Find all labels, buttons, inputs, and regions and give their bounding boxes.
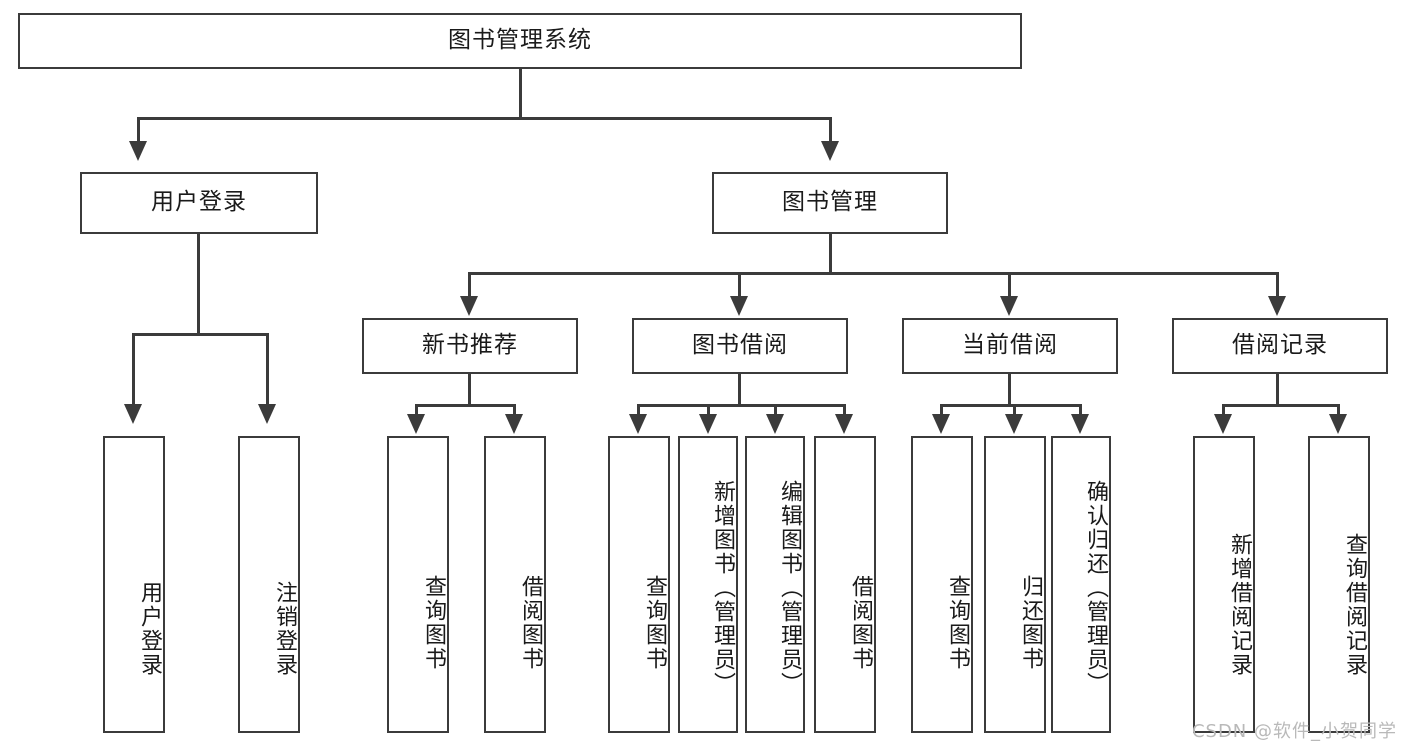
node-label: 图书管理系统 — [448, 27, 592, 54]
connector-borrow-to-leaf2 — [707, 404, 710, 416]
connector-record-stem — [1276, 374, 1279, 405]
arrow-user-login-to-leaf1 — [124, 404, 142, 424]
leaf-return-book[interactable]: 归还图书 — [984, 436, 1046, 733]
node-label: 新书推荐 — [422, 332, 518, 359]
leaf-label: 归还图书 — [1018, 574, 1043, 671]
leaf-logout-login[interactable]: 注销登录 — [238, 436, 300, 733]
node-label: 用户登录 — [151, 189, 247, 216]
arrow-rec-to-leaf2 — [505, 414, 523, 434]
connector-book-manage-bus — [468, 272, 1279, 275]
connector-user-login-stem — [197, 234, 200, 333]
connector-book-manage-to-current — [1008, 272, 1011, 298]
connector-current-to-leaf1 — [940, 404, 943, 416]
arrow-book-manage-to-record — [1268, 296, 1286, 316]
leaf-add-borrow-record[interactable]: 新增借阅记录 — [1193, 436, 1255, 733]
arrow-root-to-book-manage — [821, 141, 839, 161]
node-label: 图书管理 — [782, 189, 878, 216]
leaf-label: 查询图书 — [642, 574, 667, 671]
connector-rec-to-leaf2 — [513, 404, 516, 416]
connector-borrow-to-leaf4 — [843, 404, 846, 416]
connector-book-manage-to-record — [1276, 272, 1279, 298]
connector-current-stem — [1008, 374, 1011, 405]
connector-book-manage-to-rec — [468, 272, 471, 298]
connector-record-bus — [1222, 404, 1340, 407]
connector-user-login-to-leaf2 — [266, 333, 269, 405]
connector-record-to-leaf2 — [1337, 404, 1340, 416]
leaf-query-borrow-record[interactable]: 查询借阅记录 — [1308, 436, 1370, 733]
arrow-record-to-leaf2 — [1329, 414, 1347, 434]
connector-user-login-to-leaf1 — [132, 333, 135, 405]
connector-rec-stem — [468, 374, 471, 405]
arrow-borrow-to-leaf2 — [699, 414, 717, 434]
connector-borrow-stem — [738, 374, 741, 405]
connector-record-to-leaf1 — [1222, 404, 1225, 416]
connector-borrow-to-leaf3 — [774, 404, 777, 416]
leaf-label: 借阅图书 — [848, 574, 873, 671]
node-book-management[interactable]: 图书管理 — [712, 172, 948, 234]
leaf-edit-book-admin[interactable]: 编辑图书（管理员） — [745, 436, 805, 733]
node-label: 图书借阅 — [692, 332, 788, 359]
arrow-book-manage-to-current — [1000, 296, 1018, 316]
leaf-label: 查询借阅记录 — [1342, 532, 1367, 677]
connector-current-bus — [940, 404, 1082, 407]
connector-book-manage-to-borrow — [738, 272, 741, 298]
leaf-label: 编辑图书（管理员） — [777, 479, 802, 696]
connector-root-stem — [519, 69, 522, 119]
arrow-borrow-to-leaf4 — [835, 414, 853, 434]
leaf-label: 新增图书（管理员） — [710, 479, 735, 696]
leaf-label: 查询图书 — [421, 574, 446, 671]
arrow-current-to-leaf2 — [1005, 414, 1023, 434]
connector-rec-bus — [415, 404, 515, 407]
connector-borrow-to-leaf1 — [637, 404, 640, 416]
connector-root-to-user-login — [137, 117, 140, 143]
arrow-current-to-leaf1 — [932, 414, 950, 434]
arrow-book-manage-to-rec — [460, 296, 478, 316]
leaf-query-book-borrow[interactable]: 查询图书 — [608, 436, 670, 733]
leaf-label: 注销登录 — [272, 580, 297, 677]
leaf-confirm-return-admin[interactable]: 确认归还（管理员） — [1051, 436, 1111, 733]
connector-user-login-bus — [132, 333, 268, 336]
leaf-label: 查询图书 — [945, 574, 970, 671]
leaf-add-book-admin[interactable]: 新增图书（管理员） — [678, 436, 738, 733]
connector-book-manage-stem — [829, 234, 832, 275]
connector-root-to-book-manage — [829, 117, 832, 143]
leaf-borrow-book-recommend[interactable]: 借阅图书 — [484, 436, 546, 733]
leaf-label: 借阅图书 — [518, 574, 543, 671]
node-borrow-record[interactable]: 借阅记录 — [1172, 318, 1388, 374]
connector-rec-to-leaf1 — [415, 404, 418, 416]
leaf-label: 确认归还（管理员） — [1083, 479, 1108, 696]
leaf-label: 用户登录 — [137, 580, 162, 677]
arrow-borrow-to-leaf3 — [766, 414, 784, 434]
connector-current-to-leaf2 — [1013, 404, 1016, 416]
arrow-root-to-user-login — [129, 141, 147, 161]
leaf-borrow-book[interactable]: 借阅图书 — [814, 436, 876, 733]
arrow-user-login-to-leaf2 — [258, 404, 276, 424]
node-label: 借阅记录 — [1232, 332, 1328, 359]
arrow-current-to-leaf3 — [1071, 414, 1089, 434]
arrow-borrow-to-leaf1 — [629, 414, 647, 434]
connector-current-to-leaf3 — [1079, 404, 1082, 416]
node-book-borrow[interactable]: 图书借阅 — [632, 318, 848, 374]
leaf-query-book-current[interactable]: 查询图书 — [911, 436, 973, 733]
leaf-user-login[interactable]: 用户登录 — [103, 436, 165, 733]
arrow-rec-to-leaf1 — [407, 414, 425, 434]
node-label: 当前借阅 — [962, 332, 1058, 359]
arrow-book-manage-to-borrow — [730, 296, 748, 316]
leaf-query-book-recommend[interactable]: 查询图书 — [387, 436, 449, 733]
connector-borrow-bus — [637, 404, 845, 407]
node-new-book-recommend[interactable]: 新书推荐 — [362, 318, 578, 374]
arrow-record-to-leaf1 — [1214, 414, 1232, 434]
node-user-login[interactable]: 用户登录 — [80, 172, 318, 234]
leaf-label: 新增借阅记录 — [1227, 532, 1252, 677]
node-current-borrow[interactable]: 当前借阅 — [902, 318, 1118, 374]
connector-root-bus — [137, 117, 832, 120]
node-root-book-management-system[interactable]: 图书管理系统 — [18, 13, 1022, 69]
